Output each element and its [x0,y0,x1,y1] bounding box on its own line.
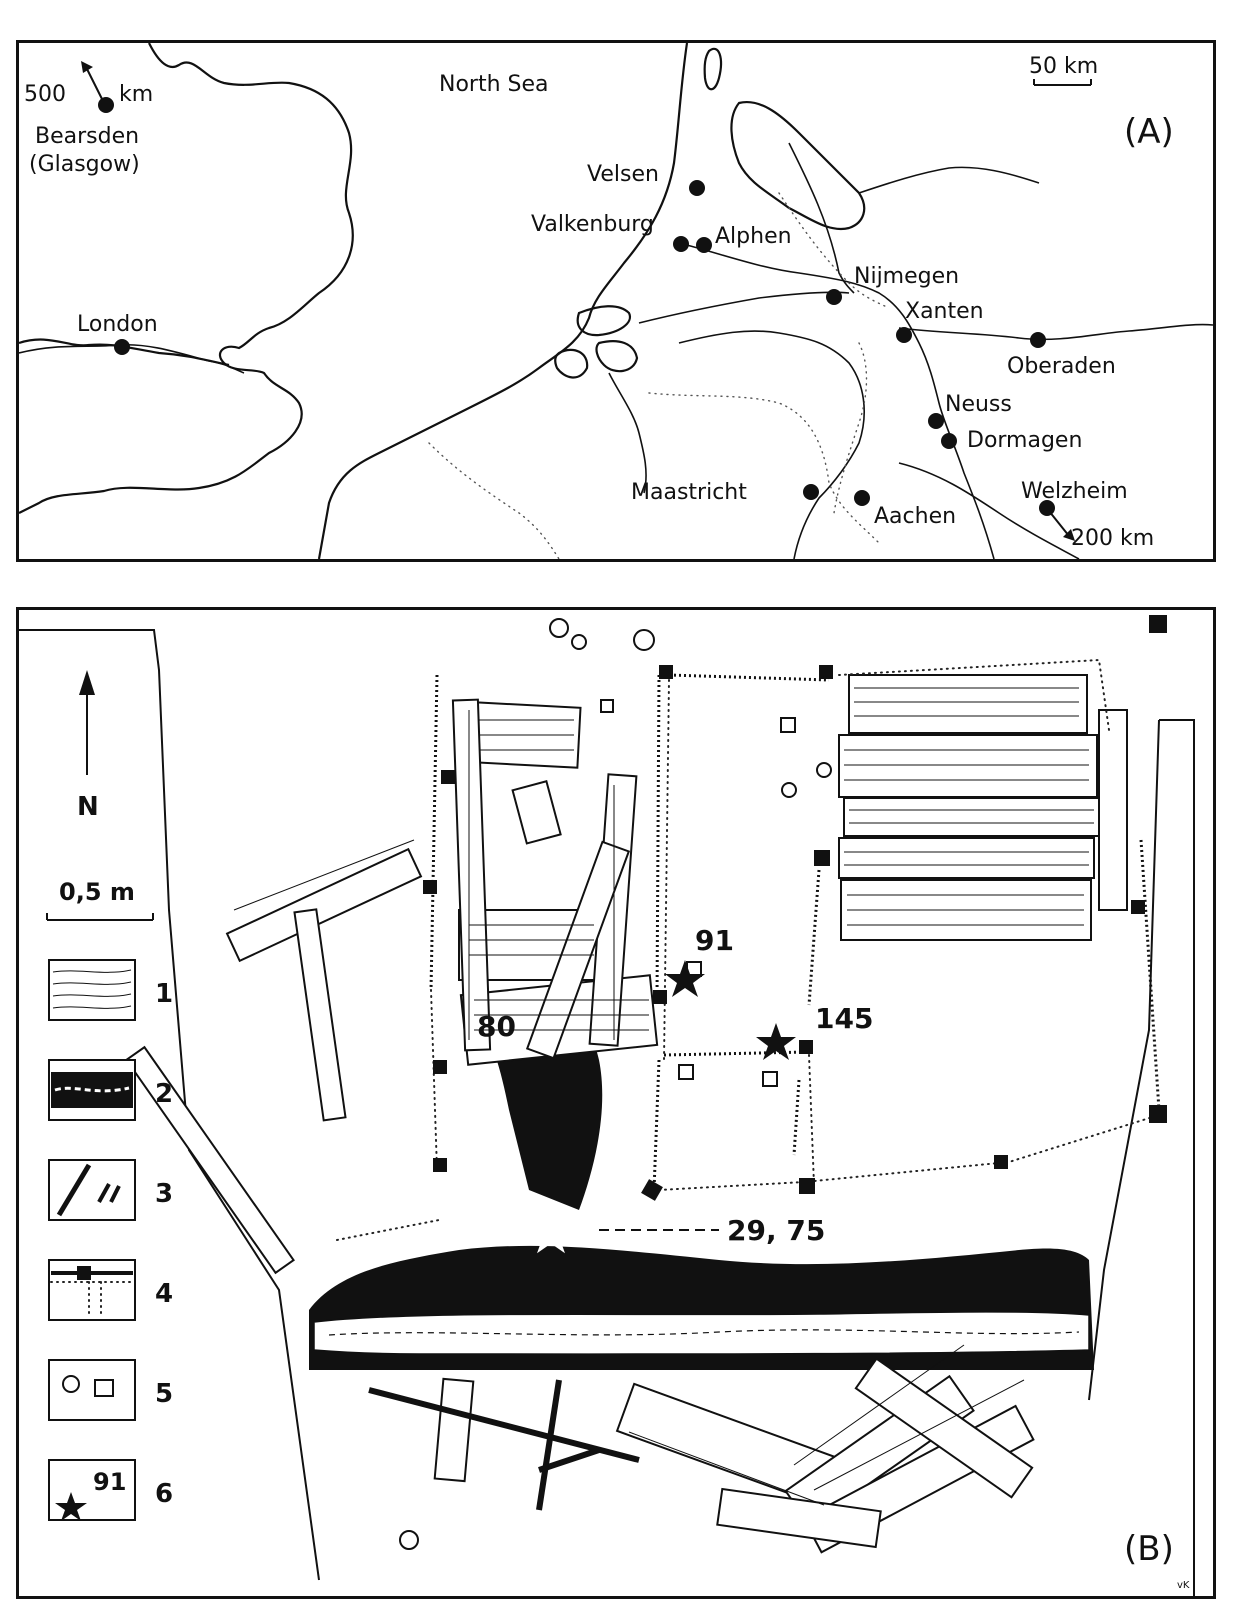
legend-item-6: 91 6 [48,1459,173,1521]
legend-num-5: 5 [155,1379,173,1409]
thames-river [19,343,245,374]
bearsden-distance: 500 [24,82,66,107]
welzheim-distance: 200 km [1071,526,1154,551]
north-arrow: N [77,670,99,822]
north-sea-label: North Sea [439,72,549,97]
plan-scale-bar: 0,5 m [46,878,154,921]
map-panel-a: 50 km (A) North Sea 500 km Bearsden (Gla… [16,40,1216,562]
plan-scale-label: 0,5 m [59,878,135,906]
legend-item-1: 1 [48,959,173,1021]
legend-num-6: 6 [155,1479,173,1509]
signature: vK [1177,1580,1190,1591]
xanten-label: Xanten [905,299,984,324]
panel-a-label: (A) [1124,112,1174,152]
legend-item-3: 3 [48,1159,173,1221]
site-plan-canvas: 91 80 145 29, 75 N 0,5 m 1 2 [19,615,1195,1596]
lippe-river [898,323,1213,341]
place-valkenburg: Valkenburg [531,212,689,252]
planks-south [125,1045,1035,1554]
welzheim-label: Welzheim [1021,479,1128,504]
delta-island-2 [595,340,639,373]
place-alphen: Alphen [696,224,792,253]
place-velsen: Velsen [587,162,705,196]
vecht-river [858,166,1040,194]
north-label: N [77,792,99,822]
legend-num-3: 3 [155,1179,173,1209]
neuss-label: Neuss [945,392,1012,417]
legend-item-2: 2 [48,1059,173,1121]
oberaden-label: Oberaden [1007,354,1116,379]
aachen-label: Aachen [874,504,956,529]
ijsselmeer [730,100,866,231]
meuse-river [678,330,865,559]
dormagen-label: Dormagen [967,428,1082,453]
place-dormagen: Dormagen [941,428,1082,453]
place-maastricht: Maastricht [631,480,819,505]
continent-coastline [317,43,689,559]
site-plan-panel-b: 91 80 145 29, 75 N 0,5 m 1 2 [16,607,1216,1599]
maastricht-label: Maastricht [631,480,747,505]
sample-80-label: 80 [477,1010,516,1043]
excavation-edge-east-inner [1088,719,1160,1401]
legend-item-4: 4 [48,1259,173,1321]
waal-river [638,291,850,324]
plank-east-vertical [1098,709,1128,911]
legend-num-1: 1 [155,979,173,1009]
southern-river [898,462,1080,559]
legend-num-2: 2 [155,1079,173,1109]
legend-sample-91: 91 [93,1468,126,1496]
place-welzheim: Welzheim 200 km [1021,479,1154,551]
rhine-river [678,242,995,559]
london-label: London [77,312,158,337]
frisian-island [703,47,723,91]
bearsden-label: Bearsden [35,124,139,149]
britain-coastline [19,43,354,514]
place-aachen: Aachen [854,490,956,529]
scale-label: 50 km [1029,54,1098,79]
legend: 1 2 3 4 5 [48,959,173,1521]
planks-north-east [838,674,1100,941]
excavation-edge-east [1159,719,1195,1596]
place-neuss: Neuss [928,392,1012,429]
sample-80: 80 [477,1010,516,1043]
panel-b-label: (B) [1124,1529,1174,1569]
delta-island-1 [576,305,632,337]
map-canvas: 50 km (A) North Sea 500 km Bearsden (Gla… [19,43,1213,559]
sample-91: 91 [665,924,734,997]
border-be-nl [648,392,880,544]
delta-island-3 [554,348,589,379]
legend-num-4: 4 [155,1279,173,1309]
sample-145-label: 145 [815,1002,873,1035]
legend-item-5: 5 [48,1359,173,1421]
sample-145: 145 [756,1002,873,1060]
schelde-river [608,372,647,494]
alphen-label: Alphen [715,224,792,249]
border-nl-de [778,192,890,309]
sample-29-75-label: 29, 75 [727,1214,825,1247]
excavation-edge-west [19,629,320,1581]
velsen-label: Velsen [587,162,659,187]
glasgow-label: (Glasgow) [29,152,140,177]
bearsden-offmap-marker: 500 km Bearsden (Glasgow) [24,61,153,177]
place-nijmegen: Nijmegen [826,264,959,305]
planks-west-cluster [225,698,659,1122]
sample-91-label: 91 [695,924,734,957]
dark-deposit-ditch [309,995,1094,1370]
border-fr-be [428,442,560,559]
place-xanten: Xanten [896,299,984,343]
posts [423,615,1167,1201]
sample-29-75: 29, 75 [529,1213,825,1254]
place-oberaden: Oberaden [1007,332,1116,379]
nijmegen-label: Nijmegen [854,264,959,289]
map-scale-bar: 50 km [1029,54,1098,86]
ijssel-river [788,142,855,294]
valkenburg-label: Valkenburg [531,212,654,237]
place-london: London [77,312,158,355]
border-de-nl-south [833,342,868,514]
bearsden-unit: km [119,82,153,107]
